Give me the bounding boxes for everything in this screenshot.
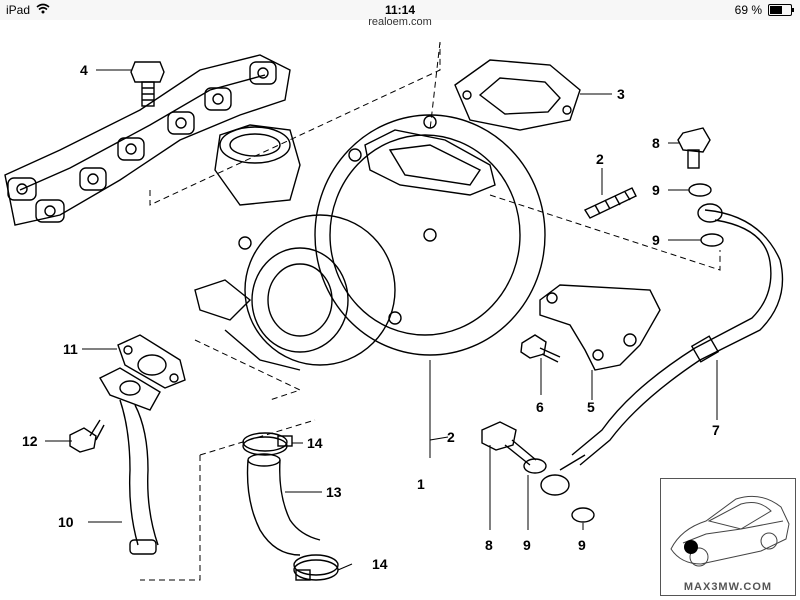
- callout-10: 10: [58, 514, 74, 530]
- callout-2-stud: 2: [596, 151, 604, 167]
- wifi-icon: [36, 3, 50, 17]
- oil-return-pipe-10: [99, 367, 161, 555]
- bracket-5: [539, 284, 661, 371]
- callout-2-assembly: 2: [447, 429, 455, 445]
- callout-1: 1: [417, 476, 425, 492]
- washer-9-mid: [700, 233, 724, 247]
- callout-9-lower-right: 9: [578, 537, 586, 553]
- callout-3: 3: [617, 86, 625, 102]
- callout-9-mid: 9: [652, 232, 660, 248]
- exhaust-manifold: [4, 54, 291, 226]
- callout-9-lower-left: 9: [523, 537, 531, 553]
- callout-11: 11: [63, 341, 78, 357]
- bolt-8-upper: [677, 127, 711, 169]
- callout-7: 7: [712, 422, 720, 438]
- callout-4: 4: [80, 62, 88, 78]
- reference-lines: [140, 41, 721, 581]
- battery-percent: 69 %: [734, 3, 762, 17]
- diagram-artwork: [4, 54, 784, 581]
- hose-13: [246, 453, 321, 556]
- bolt-6: [520, 334, 561, 363]
- bolt-4: [130, 61, 165, 107]
- vehicle-locator-thumbnail: MAX3MW.COM: [660, 478, 796, 596]
- device-name: iPad: [6, 3, 31, 17]
- clamp-14-lower: [293, 554, 339, 581]
- gasket-11: [117, 334, 186, 389]
- gasket-3: [454, 59, 581, 131]
- battery-icon: [768, 4, 794, 16]
- callout-labels: 4 3 8 2 9 9 11 6 5 7 12 2 14 1 13 10 8 9…: [22, 62, 720, 572]
- car-outline-icon: [670, 495, 790, 567]
- callout-8-upper: 8: [652, 135, 660, 151]
- washer-9-lower-right: [571, 507, 595, 523]
- clamp-14-upper: [242, 432, 293, 456]
- callout-9-upper: 9: [652, 182, 660, 198]
- turbocharger: [194, 114, 546, 371]
- callout-14-lower: 14: [372, 556, 388, 572]
- callout-13: 13: [326, 484, 342, 500]
- leader-lines: [45, 69, 718, 571]
- parts-diagram: 4 3 8 2 9 9 11 6 5 7 12 2 14 1 13 10 8 9…: [4, 41, 784, 581]
- callout-5: 5: [587, 399, 595, 415]
- status-bar: iPad 11:14 69 %: [0, 0, 800, 20]
- watermark: MAX3MW.COM: [683, 581, 773, 593]
- callout-14-upper: 14: [307, 435, 323, 451]
- callout-6: 6: [536, 399, 544, 415]
- callout-12: 12: [22, 433, 38, 449]
- clock: 11:14: [384, 3, 416, 17]
- washer-9-upper: [688, 183, 712, 197]
- callout-8-lower: 8: [485, 537, 493, 553]
- washer-9-lower-left: [523, 458, 547, 474]
- url-text: realoem.com: [368, 16, 432, 28]
- address-bar[interactable]: realoem.com: [0, 16, 800, 34]
- stud-2: [583, 187, 637, 219]
- oil-line-7: [540, 203, 784, 496]
- bolt-12: [69, 419, 105, 453]
